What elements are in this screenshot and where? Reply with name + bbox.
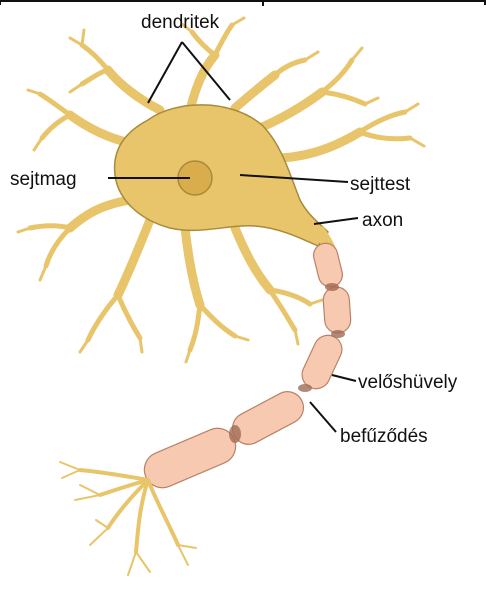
myelin-segment-2 [322,286,351,334]
myelin-segment-1 [311,241,345,289]
node-1 [325,283,339,291]
leader-axon [314,218,358,224]
label-axon: axon [362,210,403,231]
node-3 [298,384,312,392]
node-2 [331,330,345,338]
top-border [0,1,486,6]
node-4 [229,425,241,443]
myelin-segment-4 [227,386,309,450]
leader-node [310,402,336,432]
leader-myelin [332,375,356,381]
label-cell-body: sejttest [350,174,411,195]
myelin-sheath [139,241,352,494]
label-nucleus: sejtmag [10,169,77,190]
label-node: befűződés [340,426,428,447]
myelin-segment-5 [139,423,241,494]
label-myelin-sheath: velőshüvely [358,372,458,393]
myelin-segment-3 [297,331,346,394]
label-dendrites: dendritek [141,12,220,33]
leader-dendrites-left [148,42,182,103]
